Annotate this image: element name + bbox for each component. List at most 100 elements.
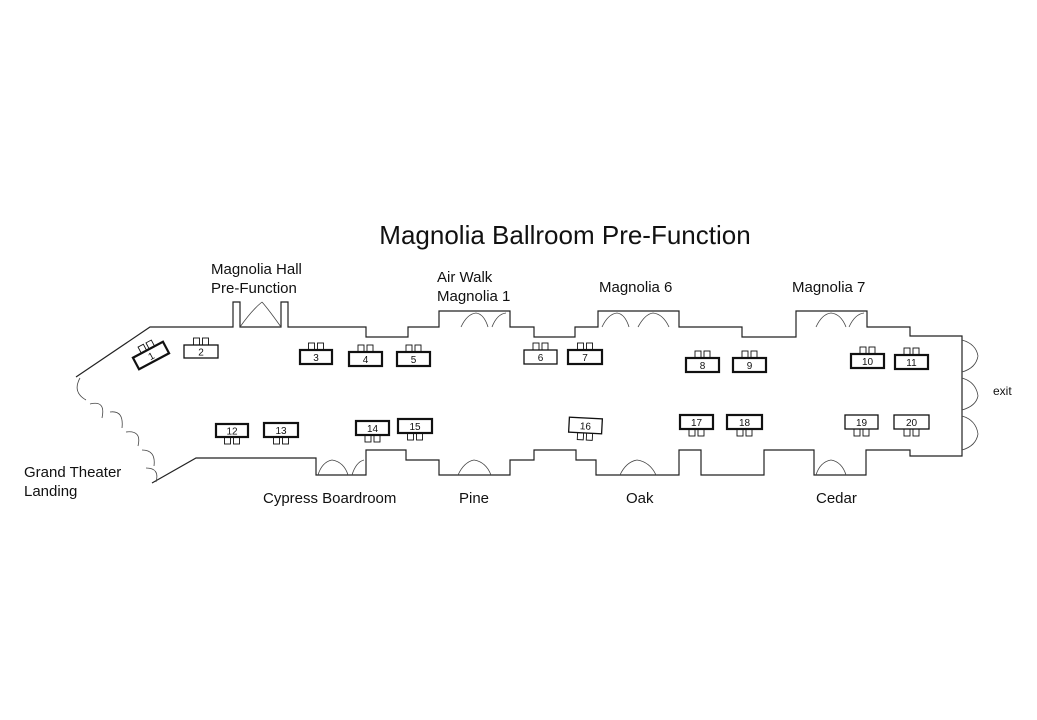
booth-number: 10 [862,357,874,368]
room-label-magnolia-7: Magnolia 7 [792,279,865,296]
room-label-line: Magnolia 7 [792,279,865,296]
door-arcs [76,377,158,483]
booth-table-8: 8 [684,350,721,374]
door-arcs [815,459,847,476]
booth-table-shape [678,413,715,431]
room-label-line: Magnolia Hall [211,261,302,278]
booth-table-shape [849,352,886,370]
booth-number: 4 [363,355,369,366]
booth-chair [853,428,861,437]
booth-number: 8 [700,361,706,372]
booth-chair [532,342,540,351]
door-arcs [317,459,365,476]
room-label-cedar: Cedar [816,490,857,507]
room-label-line: Pre-Function [211,280,297,297]
booth-chair [576,432,585,441]
room-label-pine: Pine [459,490,489,507]
booth-table-2: 2 [183,337,219,359]
booth-chair [862,428,870,437]
room-label-line: Cypress Boardroom [263,490,396,507]
booth-table-4: 4 [347,344,384,368]
booth-table-12: 12 [214,422,250,445]
room-label-oak: Oak [626,490,654,507]
booth-number: 7 [582,353,588,364]
pre-function-outline [75,301,963,484]
door-arcs [601,312,670,328]
booth-table-18: 18 [725,413,764,437]
booth-table-shape [183,344,219,359]
door-arcs [239,301,282,328]
booth-number: 2 [198,348,204,359]
room-label-line: Pine [459,490,489,507]
room-label-line: Cedar [816,490,857,507]
room-label-line: Air Walk [437,269,493,286]
room-label-magnolia-6: Magnolia 6 [599,279,672,296]
booth-table-20: 20 [893,414,930,437]
booth-chair [903,428,911,437]
booth-table-13: 13 [262,421,300,445]
booth-table-shape [347,350,384,368]
door-arcs [460,312,507,328]
booth-number: 18 [739,418,751,429]
booth-table-17: 17 [678,413,715,437]
booth-table-14: 14 [354,419,391,443]
booth-number: 17 [691,418,703,429]
booth-number: 3 [313,353,319,364]
room-label-line: Magnolia 6 [599,279,672,296]
booth-table-19: 19 [844,414,879,437]
booth-table-3: 3 [298,342,334,366]
booth-table-shape [684,356,721,374]
booth-number: 1 [147,350,157,363]
booth-table-shape [131,340,171,371]
booth-number: 15 [409,422,421,433]
door-arcs [815,312,865,328]
booth-chair [193,337,200,346]
booth-number: 19 [856,418,868,429]
booth-table-9: 9 [731,350,768,374]
door-arcs [457,459,492,476]
booth-table-shape [725,413,764,431]
plan-title: Magnolia Ballroom Pre-Function [379,220,750,250]
booth-table-6: 6 [523,342,558,365]
booth-table-5: 5 [395,344,432,368]
booth-table-shape [893,414,930,430]
room-label-cypress-boardroom: Cypress Boardroom [263,490,396,507]
booth-table-shape [523,349,558,365]
booth-chair [912,428,920,437]
booth-table-shape [262,421,300,439]
exit-label: exit [993,384,1012,398]
booth-number: 13 [275,426,287,437]
door-arcs [619,459,657,476]
booth-table-shape [893,353,930,371]
booth-table-7: 7 [566,342,604,366]
booth-number: 6 [538,353,544,364]
booth-table-shape [566,348,604,366]
doors [76,301,979,483]
booth-number: 5 [411,355,417,366]
booth-number: 20 [906,418,918,429]
room-label-air-walk-magnolia-1: Air Walk Magnolia 1 [437,269,510,305]
booth-number: 9 [747,361,753,372]
room-label-line: Oak [626,490,654,507]
booth-table-15: 15 [396,417,434,441]
booth-chair [585,432,594,441]
room-label-line: Grand Theater [24,464,121,481]
booth-table-16: 16 [567,416,604,441]
booth-table-shape [354,419,391,437]
room-label-line: Landing [24,483,77,500]
booth-number: 16 [580,421,592,433]
booth-table-shape [844,414,879,430]
booth-number: 14 [367,424,379,435]
door-arcs [961,339,979,451]
booth-chair [541,342,549,351]
room-label-magnolia-hall-pre-function: Magnolia Hall Pre-Function [211,261,306,297]
booth-table-shape [298,348,334,366]
booth-table-shape [395,350,432,368]
booth-table-1: 1 [131,339,171,371]
booth-number: 11 [906,358,917,369]
booth-table-shape [396,417,434,435]
room-label-grand-theater-landing: Grand Theater Landing [24,464,125,500]
booth-table-11: 11 [893,347,930,371]
booth-table-shape [567,416,604,435]
